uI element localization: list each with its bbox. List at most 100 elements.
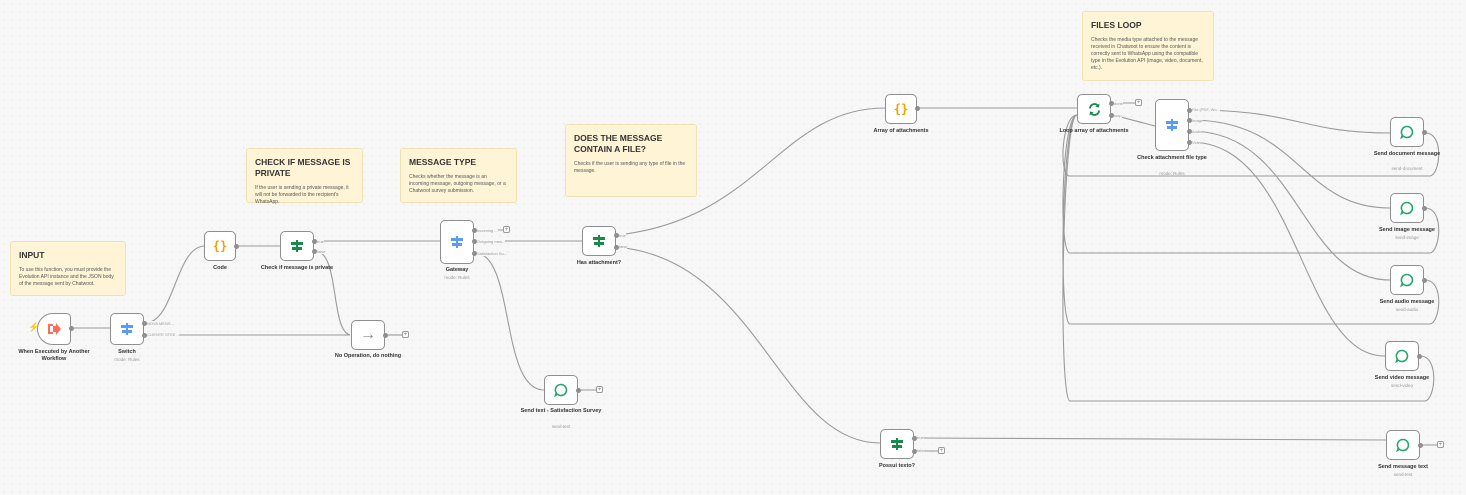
edge-possui-msgtext	[914, 437, 1387, 441]
node-subtitle: send-document	[1391, 166, 1423, 171]
output-port[interactable]	[1417, 354, 1422, 359]
sticky-body: Checks whether the message is an incomin…	[409, 174, 506, 194]
sticky-body: Checks the media type attached to the me…	[1091, 37, 1203, 71]
output-port[interactable]	[472, 251, 477, 256]
output-label: Audio	[1192, 129, 1203, 134]
output-port[interactable]	[1109, 113, 1114, 118]
node-label: Send image message	[1379, 227, 1435, 233]
output-port[interactable]	[1418, 443, 1423, 448]
node-send-document[interactable]	[1390, 117, 1424, 147]
node-subtitle: send-text	[551, 424, 571, 429]
node-possui-texto[interactable]	[880, 429, 914, 459]
node-loop-attachments[interactable]	[1077, 94, 1111, 124]
sticky-input[interactable]: INPUT To use this function, you must pro…	[10, 241, 126, 296]
node-array-attachments[interactable]: {}	[885, 94, 917, 124]
add-node-button[interactable]: +	[402, 331, 409, 338]
node-send-message-text[interactable]	[1386, 430, 1420, 460]
node-label: Has attachment?	[576, 260, 622, 266]
output-port[interactable]	[915, 106, 920, 111]
edge-check-video	[1189, 141, 1386, 357]
if-signpost-icon	[291, 240, 303, 252]
node-label: Send document message	[1373, 151, 1441, 157]
lightning-icon: ⚡	[28, 322, 40, 332]
sticky-private[interactable]: CHECK IF MESSAGE IS PRIVATE If the user …	[246, 148, 363, 205]
add-node-button[interactable]: +	[938, 447, 945, 454]
chat-bubble-icon	[1396, 438, 1410, 452]
trigger-icon	[48, 323, 61, 335]
output-port[interactable]	[1422, 278, 1427, 283]
output-port[interactable]	[142, 321, 147, 326]
node-no-operation[interactable]: →	[351, 320, 385, 350]
node-gateway[interactable]	[440, 220, 474, 264]
output-label: true	[619, 233, 626, 238]
sticky-title: CHECK IF MESSAGE IS PRIVATE	[255, 157, 351, 178]
node-label: When Executed by Another Workflow	[18, 349, 90, 362]
switch-signpost-icon	[1166, 119, 1178, 131]
output-port[interactable]	[472, 239, 477, 244]
output-label: CLIENTE STEE...	[147, 332, 179, 337]
output-port[interactable]	[576, 388, 581, 393]
output-port[interactable]	[312, 239, 317, 244]
output-port[interactable]	[472, 228, 477, 233]
node-subtitle: send-video	[1390, 383, 1413, 388]
sticky-files-loop[interactable]: FILES LOOP Checks the media type attache…	[1082, 11, 1214, 81]
switch-signpost-icon	[121, 323, 133, 335]
node-check-attachment-type[interactable]	[1155, 99, 1189, 151]
add-node-button[interactable]: +	[1135, 99, 1142, 106]
node-label: Send message text	[1378, 464, 1428, 470]
edge-check-image	[1189, 119, 1391, 209]
node-send-image[interactable]	[1390, 193, 1424, 223]
edge-switch-code	[144, 245, 206, 324]
node-subtitle: mode: Rules	[444, 275, 470, 280]
output-label: Outgoing mes...	[477, 239, 506, 244]
node-label: Gateway	[445, 267, 469, 273]
add-node-button[interactable]: +	[1437, 441, 1444, 448]
output-label: Satisfaction Su...	[477, 251, 508, 256]
node-check-private[interactable]	[280, 231, 314, 261]
output-label: done	[1114, 101, 1123, 106]
node-switch[interactable]	[110, 313, 144, 345]
add-node-button[interactable]: +	[596, 386, 603, 393]
output-label: Incoming ...	[477, 228, 498, 233]
output-port[interactable]	[142, 333, 147, 338]
node-send-video[interactable]	[1385, 341, 1419, 371]
if-signpost-icon	[593, 235, 605, 247]
output-port[interactable]	[383, 333, 388, 338]
edge-video-return	[1062, 114, 1435, 402]
add-node-button[interactable]: +	[503, 226, 510, 233]
node-label: Send video message	[1374, 375, 1430, 381]
if-signpost-icon	[891, 438, 903, 450]
output-port[interactable]	[69, 326, 74, 331]
output-port[interactable]	[1109, 101, 1114, 106]
output-port[interactable]	[1187, 140, 1192, 145]
node-label: Array of attachments	[873, 128, 929, 134]
output-port[interactable]	[1187, 108, 1192, 113]
node-execute-workflow-trigger[interactable]	[37, 313, 71, 345]
sticky-file[interactable]: DOES THE MESSAGE CONTAIN A FILE? Checks …	[565, 124, 697, 197]
node-has-attachment[interactable]	[582, 226, 616, 256]
output-port[interactable]	[912, 436, 917, 441]
output-port[interactable]	[614, 245, 619, 250]
output-port[interactable]	[312, 249, 317, 254]
output-label: true	[917, 435, 924, 440]
output-port[interactable]	[1187, 118, 1192, 123]
sticky-message-type[interactable]: MESSAGE TYPE Checks whether the message …	[400, 148, 517, 203]
output-port[interactable]	[614, 233, 619, 238]
output-port[interactable]	[1422, 130, 1427, 135]
output-port[interactable]	[912, 449, 917, 454]
output-port[interactable]	[1422, 206, 1427, 211]
output-port[interactable]	[1187, 129, 1192, 134]
edge-image-return	[1062, 114, 1440, 254]
output-port[interactable]	[234, 244, 239, 249]
sticky-title: MESSAGE TYPE	[409, 157, 477, 167]
node-code[interactable]: {}	[204, 231, 236, 261]
output-label: Video	[1192, 140, 1203, 145]
node-label: Send audio message	[1379, 299, 1435, 305]
node-label: Switch	[118, 349, 136, 355]
node-label: Check attachment file type	[1137, 155, 1207, 161]
node-send-audio[interactable]	[1390, 265, 1424, 295]
node-subtitle: mode: Rules	[1159, 171, 1185, 176]
node-send-survey[interactable]	[544, 375, 578, 405]
output-label: false	[917, 448, 926, 453]
